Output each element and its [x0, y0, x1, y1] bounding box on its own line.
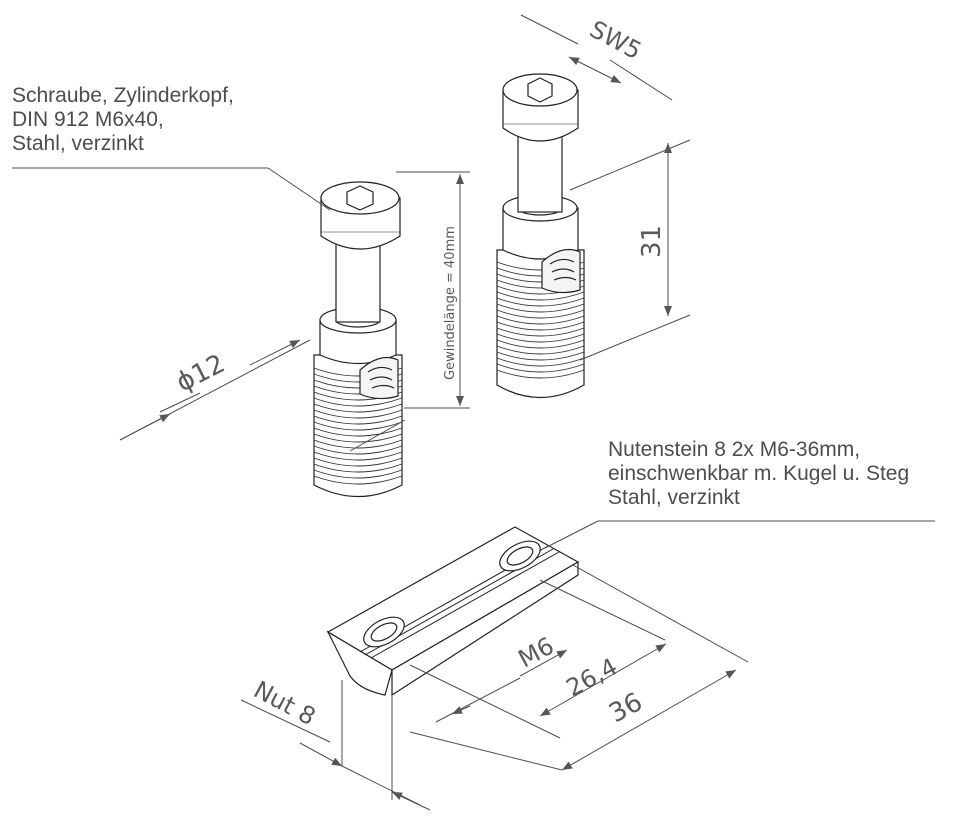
dim-slot-nut8: Nut 8: [249, 676, 320, 731]
dim-hole-spacing: 26,4: [562, 652, 622, 702]
dim-thread-m6: M6: [514, 632, 559, 674]
nut-callout-line-1: Nutenstein 8 2x M6-36mm,: [608, 438, 861, 461]
dim-sw5: SW5: [585, 15, 646, 65]
dim-thread-length: Gewindelänge = 40mm: [443, 226, 458, 380]
right-screw-assembly: [496, 73, 585, 399]
dimension-lines: [12, 14, 935, 811]
nut-callout-line-3: Stahl, verzinkt: [608, 486, 740, 509]
dim-length-36: 36: [604, 687, 647, 729]
screw-callout-line-1: Schraube, Zylinderkopf,: [12, 84, 234, 107]
nut-callout: Nutenstein 8 2x M6-36mm, einschwenkbar m…: [608, 438, 909, 510]
nut-callout-line-2: einschwenkbar m. Kugel u. Steg: [608, 462, 910, 485]
left-screw-assembly: [313, 181, 403, 498]
screw-callout-line-2: DIN 912 M6x40,: [12, 108, 164, 131]
screw-callout: Schraube, Zylinderkopf, DIN 912 M6x40, S…: [12, 84, 234, 156]
dim-diameter: ϕ12: [172, 349, 230, 399]
screw-callout-line-3: Stahl, verzinkt: [12, 132, 144, 155]
dim-height-31: 31: [637, 225, 667, 258]
slot-nut: [326, 526, 580, 697]
